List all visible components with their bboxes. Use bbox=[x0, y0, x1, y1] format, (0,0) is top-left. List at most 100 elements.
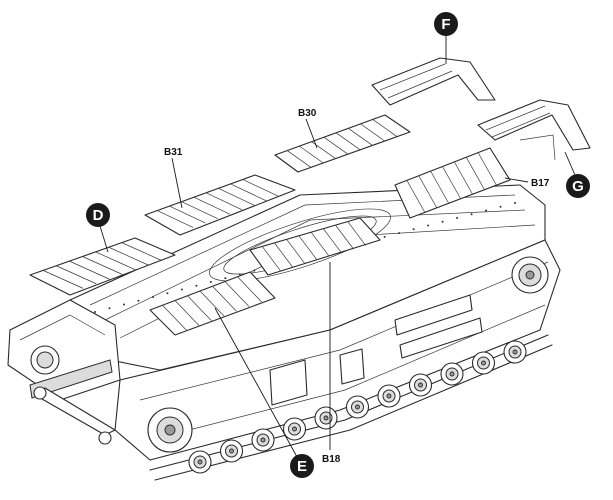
tread-rib bbox=[242, 179, 279, 197]
callout-B30-label: B30 bbox=[298, 108, 317, 119]
tread-rib bbox=[187, 295, 212, 321]
tread-rib bbox=[121, 242, 163, 261]
tread-rib bbox=[224, 281, 250, 307]
mudguard-panel-D bbox=[29, 237, 176, 296]
tread-rib bbox=[162, 305, 187, 331]
mudguard-panel-B30 bbox=[274, 114, 411, 173]
rivet bbox=[499, 205, 502, 208]
tread-rib bbox=[56, 265, 97, 285]
road-wheel-axle bbox=[418, 382, 423, 388]
hull-side bbox=[114, 239, 561, 461]
road-wheel-axle bbox=[292, 426, 297, 432]
tread-rib bbox=[323, 228, 342, 253]
tread-rib bbox=[348, 128, 373, 146]
rivet bbox=[180, 288, 183, 291]
sub-step-badge-G: G bbox=[566, 174, 590, 198]
road-wheel-axle bbox=[512, 349, 518, 355]
callout-B18-label: B18 bbox=[322, 454, 341, 465]
road-wheel-axle bbox=[449, 371, 455, 377]
tread-rib bbox=[335, 224, 354, 250]
tread-rib bbox=[360, 123, 385, 142]
road-wheel-axle bbox=[355, 404, 360, 410]
road-wheel-axle bbox=[260, 437, 266, 443]
front-nose bbox=[7, 299, 121, 445]
rivet bbox=[151, 295, 154, 298]
mudguard-panel-B31 bbox=[144, 174, 296, 236]
rivet bbox=[108, 307, 111, 310]
road-wheel-axle bbox=[386, 393, 392, 399]
rivet bbox=[94, 311, 96, 313]
mudguard-panel-E bbox=[149, 271, 276, 336]
front-mudguard-F bbox=[371, 57, 496, 106]
rivet bbox=[456, 217, 459, 220]
tread-rib bbox=[261, 246, 281, 271]
tread-rib bbox=[193, 196, 231, 215]
rivet bbox=[470, 213, 473, 216]
tread-rib bbox=[430, 170, 449, 204]
sub-step-badge-D: D bbox=[86, 203, 110, 227]
mudguard-panel-B18 bbox=[249, 217, 381, 276]
tread-rib bbox=[237, 276, 262, 302]
rivet bbox=[398, 232, 401, 235]
mudguard-panel-B17 bbox=[394, 147, 511, 219]
tread-rib bbox=[69, 260, 110, 280]
tread-rib bbox=[42, 270, 84, 289]
sub-step-badge-F: F bbox=[434, 12, 458, 36]
rivet bbox=[209, 280, 212, 283]
tread-rib bbox=[205, 192, 243, 211]
rivet bbox=[224, 277, 227, 280]
tread-rib bbox=[347, 221, 367, 246]
rivet bbox=[195, 284, 198, 287]
rivet bbox=[412, 228, 415, 231]
rear-mudguard-G bbox=[477, 99, 591, 161]
tread-rib bbox=[465, 157, 485, 190]
tread-rib bbox=[477, 152, 497, 185]
tread-rib bbox=[174, 300, 200, 326]
tread-rib bbox=[212, 286, 237, 312]
road-wheel-axle bbox=[197, 459, 203, 465]
tread-rib bbox=[335, 132, 361, 151]
tread-rib bbox=[108, 246, 149, 266]
sub-step-G-label: G bbox=[572, 178, 584, 195]
tread-rib bbox=[323, 136, 349, 155]
tread-rib bbox=[169, 205, 206, 224]
tread-rib bbox=[442, 166, 461, 199]
rivet bbox=[253, 269, 256, 272]
rivet bbox=[383, 235, 386, 238]
tread-rib bbox=[218, 188, 255, 206]
tread-rib bbox=[230, 183, 267, 202]
rivet bbox=[122, 303, 125, 306]
tread-rib bbox=[372, 119, 397, 137]
sub-step-E-label: E bbox=[297, 458, 307, 475]
callout-leaders bbox=[99, 35, 579, 467]
tread-rib bbox=[82, 256, 123, 275]
rivet bbox=[485, 209, 488, 212]
tread-rib bbox=[157, 210, 194, 228]
sub-step-badge-E: E bbox=[290, 454, 314, 478]
tread-rib bbox=[310, 232, 330, 257]
rivet bbox=[514, 202, 516, 204]
tread-rib bbox=[287, 150, 312, 168]
rivet bbox=[166, 292, 169, 295]
sub-step-F-label: F bbox=[441, 16, 450, 33]
road-wheel-axle bbox=[481, 360, 486, 366]
tread-rib bbox=[199, 290, 225, 317]
tread-rib bbox=[406, 180, 426, 213]
callout-B31-label: B31 bbox=[164, 147, 183, 158]
callout-B17-label: B17 bbox=[531, 178, 550, 189]
rivet bbox=[441, 220, 444, 223]
tread-rib bbox=[95, 251, 136, 271]
tread-rib bbox=[299, 145, 324, 164]
rivet bbox=[137, 299, 140, 302]
track-assembly bbox=[147, 256, 553, 481]
tread-rib bbox=[454, 161, 473, 195]
sub-step-D-label: D bbox=[93, 207, 104, 224]
tread-rib bbox=[418, 175, 438, 208]
tread-rib bbox=[274, 242, 293, 268]
tread-rib bbox=[298, 235, 318, 260]
tread-rib bbox=[181, 201, 218, 219]
road-wheel-axle bbox=[229, 448, 234, 454]
tread-rib bbox=[286, 239, 305, 264]
